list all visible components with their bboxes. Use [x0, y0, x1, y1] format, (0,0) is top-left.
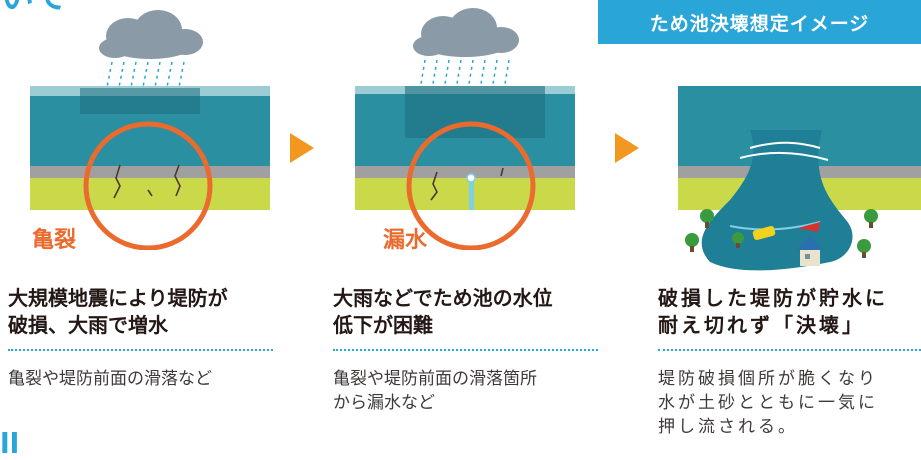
crack-icon	[113, 164, 181, 199]
tree-icon	[685, 209, 878, 258]
divider	[8, 349, 273, 351]
divider	[658, 349, 921, 351]
leak-tag: 漏水	[383, 228, 428, 253]
house-icon	[796, 236, 824, 266]
step-breach-description: 堤防破損個所が脆くなり 水が土砂とともに一気に 押し流される。	[658, 369, 878, 437]
crack-icon	[430, 167, 504, 201]
breach-illustration	[678, 86, 921, 271]
highlight-circle	[406, 121, 536, 250]
highlight-circle	[83, 121, 213, 250]
step-leak-panel: 漏水 大雨などでため池の水位 低下が困難 亀裂や堤防前面の滑落箇所 から漏水など	[325, 0, 605, 413]
crack-tag: 亀裂	[32, 228, 77, 253]
next-step-arrow-icon	[290, 133, 314, 163]
step-breach-panel: 破損した堤防が貯水に 耐え切れず「決壊」 堤防破損個所が脆くなり 水が土砂ととも…	[650, 0, 921, 437]
step-breach-heading: 破損した堤防が貯水に 耐え切れず「決壊」	[658, 286, 888, 337]
divider	[333, 349, 598, 351]
car-icon	[752, 225, 776, 241]
step-leak-heading: 大雨などでため池の水位 低下が困難	[333, 286, 553, 337]
crack-illustration	[30, 10, 270, 250]
step-crack-panel: 亀裂 大規模地震により堤防が 破損、大雨で増水 亀裂や堤防前面の滑落など	[0, 0, 300, 389]
step-leak-description: 亀裂や堤防前面の滑落箇所 から漏水など	[333, 369, 537, 413]
leak-illustration	[355, 8, 575, 250]
step-crack-description: 亀裂や堤防前面の滑落など	[8, 369, 212, 389]
next-section-heading-fragment: ll	[0, 427, 20, 460]
dam-failure-image-badge: ため池決壊想定イメージ	[598, 0, 921, 44]
step-crack-heading: 大規模地震により堤防が 破損、大雨で増水	[8, 286, 228, 337]
leak-stream	[469, 180, 474, 210]
next-step-arrow-icon	[615, 133, 639, 163]
rain-cloud-icon	[99, 10, 203, 113]
section-heading-fragment: いて	[0, 0, 67, 14]
